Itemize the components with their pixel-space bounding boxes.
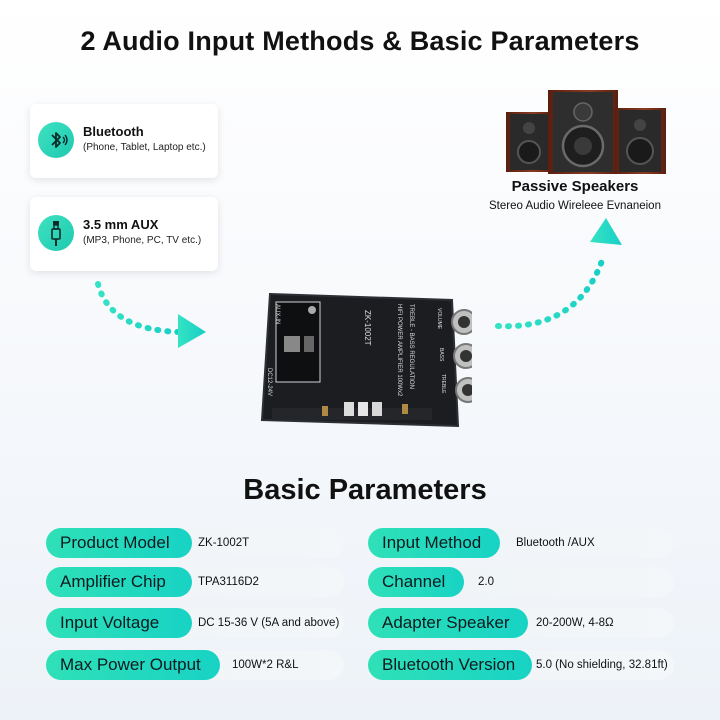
param-row-max-power: Max Power Output 100W*2 R&L xyxy=(46,650,344,680)
param-row-adapter-speaker: Adapter Speaker 20-200W, 4-8Ω xyxy=(368,608,674,638)
input-aux-label: 3.5 mm AUX xyxy=(83,217,159,232)
knob-treble-label: TREBLE xyxy=(440,374,446,394)
page-title: 2 Audio Input Methods & Basic Parameters xyxy=(80,26,640,56)
param-label: Amplifier Chip xyxy=(46,567,192,597)
param-row-input-voltage: Input Voltage DC 15-36 V (5A and above) xyxy=(46,608,344,638)
board-line2: TREBLE - BASS REGULATION xyxy=(408,304,414,389)
param-value: TPA3116D2 xyxy=(198,576,259,588)
input-bluetooth-label: Bluetooth xyxy=(83,124,144,139)
param-row-product-model: Product Model ZK-1002T xyxy=(46,528,344,558)
amplifier-board: ZK-1002T HIFI POWER AMPLIFIER 100Wx2 TRE… xyxy=(252,290,472,435)
param-row-bluetooth-version: Bluetooth Version 5.0 (No shielding, 32.… xyxy=(368,650,674,680)
board-line1: HIFI POWER AMPLIFIER 100Wx2 xyxy=(396,304,402,397)
param-label: Product Model xyxy=(46,528,192,558)
speaker-subtitle: Stereo Audio Wirelee​e Evnaneion xyxy=(489,200,661,212)
param-row-channel: Channel 2.0 xyxy=(368,567,674,597)
aux-jack-icon xyxy=(38,215,74,251)
param-label: Channel xyxy=(368,567,464,597)
board-model: ZK-1002T xyxy=(363,310,372,346)
knob-volume-label: VOLUME xyxy=(436,308,442,330)
param-value: 100W*2 R&L xyxy=(232,659,299,671)
param-value: Bluetooth /AUX xyxy=(516,537,595,549)
param-label: Max Power Output xyxy=(46,650,220,680)
input-bluetooth-sub: (Phone, Tablet, Laptop etc.) xyxy=(83,142,206,153)
params-title: Basic Parameters xyxy=(243,474,487,506)
param-row-amplifier-chip: Amplifier Chip TPA3116D2 xyxy=(46,567,344,597)
param-value: 20-200W, 4-8Ω xyxy=(536,617,614,629)
input-card-aux: 3.5 mm AUX (MP3, Phone, PC, TV etc.) xyxy=(30,197,218,271)
param-value: 2.0 xyxy=(478,576,494,588)
board-dc-label: DC12-24V xyxy=(266,368,272,397)
speaker-title: Passive Speakers xyxy=(511,178,639,195)
passive-speakers-image xyxy=(506,90,666,174)
knob-bass-label: BASS xyxy=(438,348,444,362)
input-aux-sub: (MP3, Phone, PC, TV etc.) xyxy=(83,235,202,246)
param-value: 5.0 (No shielding, 32.81ft) xyxy=(536,659,668,671)
input-card-bluetooth: Bluetooth (Phone, Tablet, Laptop etc.) xyxy=(30,104,218,178)
param-row-input-method: Input Method Bluetooth /AUX xyxy=(368,528,674,558)
param-label: Input Method xyxy=(368,528,500,558)
param-value: DC 15-36 V (5A and above) xyxy=(198,617,340,629)
param-value: ZK-1002T xyxy=(198,537,250,549)
param-label: Bluetooth Version xyxy=(368,650,532,680)
param-label: Adapter Speaker xyxy=(368,608,528,638)
board-aux-label: AUX-IN xyxy=(274,304,280,325)
bluetooth-icon xyxy=(38,122,74,158)
param-label: Input Voltage xyxy=(46,608,192,638)
